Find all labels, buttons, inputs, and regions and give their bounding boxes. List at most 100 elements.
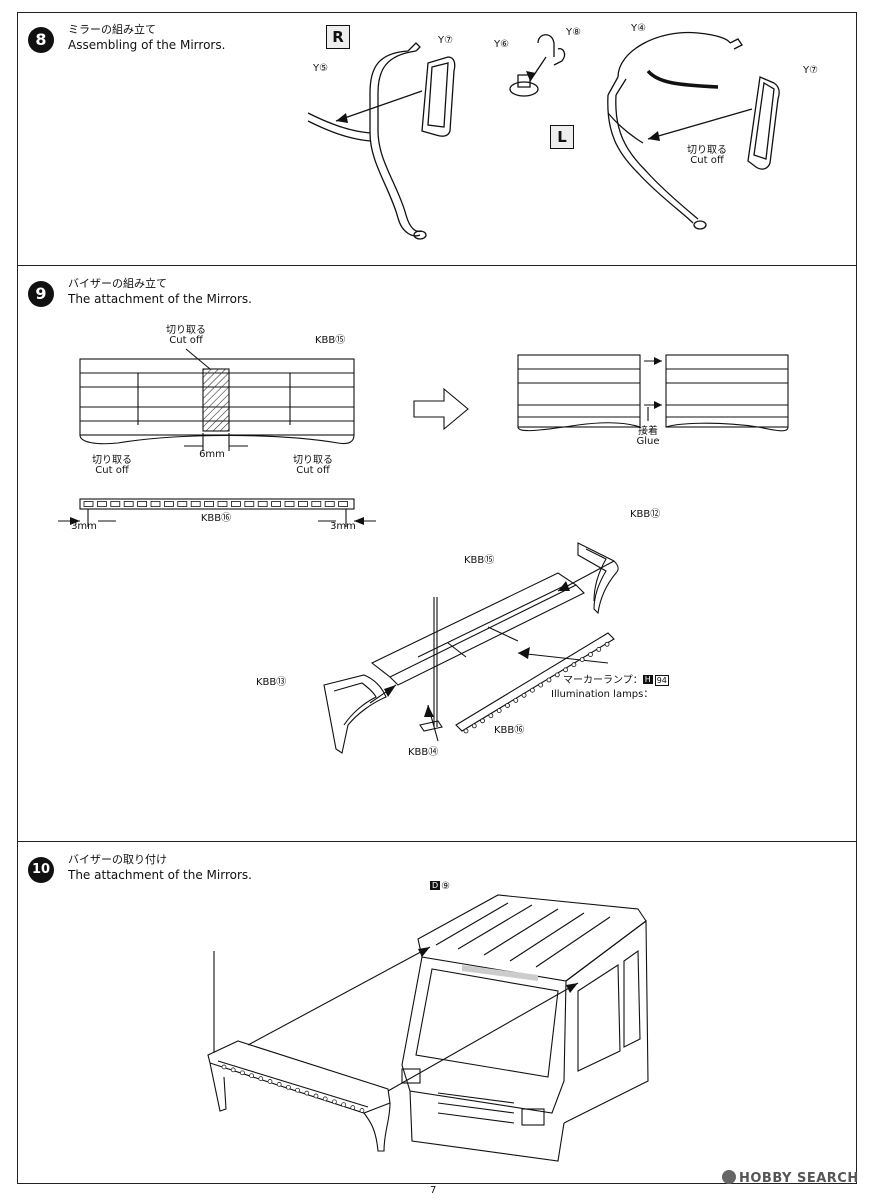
marker-lamps-en: Illumination lamps： <box>551 689 654 700</box>
lamp-cut-left-jp: 切り取る <box>92 455 132 466</box>
step-8-title-jp: ミラーの組み立て <box>68 23 156 36</box>
dimension-3mm-left: 3mm <box>71 521 97 532</box>
visor-lamp <box>267 1079 273 1084</box>
lamp-cut-right-en: Cut off <box>296 465 330 476</box>
rail-lamp <box>463 728 469 734</box>
part-kbb14: KBB⑭ <box>408 747 439 758</box>
part-d-tag: D <box>430 881 441 890</box>
lamp-cell <box>204 501 215 507</box>
lamp-cell <box>311 501 322 507</box>
lamp-cell <box>324 501 335 507</box>
lamp-cell <box>338 501 349 507</box>
lamp-cell <box>110 501 121 507</box>
part-d9-number: ⑨ <box>441 881 451 892</box>
rail-lamp <box>554 672 560 678</box>
lamp-cell <box>244 501 255 507</box>
visor-cut-jp: 切り取る <box>166 325 206 336</box>
rail-lamp <box>538 682 544 688</box>
part-y5: Y⑤ <box>313 63 329 74</box>
left-side-label: L <box>550 125 574 149</box>
rail-lamp <box>480 718 486 724</box>
lamp-cut-right-jp: 切り取る <box>293 455 333 466</box>
rail-lamp <box>521 692 527 698</box>
lamp-cell <box>83 501 94 507</box>
divider-8-9 <box>18 265 856 266</box>
lamp-cell <box>284 501 295 507</box>
step-10-title-en: The attachment of the Mirrors. <box>68 868 252 882</box>
rail-lamp <box>546 677 552 683</box>
glue-jp: 接着 <box>638 426 658 437</box>
visor-lamp <box>332 1099 337 1105</box>
visor-attachment-drawing <box>207 894 649 1162</box>
mirror-cutoff-en: Cut off <box>690 155 724 166</box>
step-8-number: 8 <box>28 27 54 53</box>
lamp-cell <box>190 501 201 507</box>
rail-lamp <box>604 641 610 647</box>
step-10-section: 10 バイザーの取り付け The attachment of the Mirro… <box>18 841 856 1185</box>
rail-lamp <box>513 697 519 703</box>
visor-lamp <box>313 1093 319 1099</box>
right-side-label: R <box>326 25 350 49</box>
mirror-assembly-drawing <box>307 31 780 240</box>
divider-9-10 <box>18 841 856 842</box>
visor-lamp <box>350 1105 356 1110</box>
lamp-cell <box>137 501 147 507</box>
paint-code-h-tag: H <box>642 675 653 684</box>
lamp-cell <box>217 501 228 507</box>
visor-lamp <box>359 1108 365 1113</box>
lamp-cell <box>230 501 241 507</box>
lamp-cell <box>163 501 174 507</box>
step-8-section: 8 ミラーの組み立て Assembling of the Mirrors. R … <box>18 13 856 265</box>
step-9-title-jp: バイザーの組み立て <box>68 277 167 290</box>
step-10-title-jp: バイザーの取り付け <box>68 853 167 866</box>
rail-lamp <box>579 657 585 663</box>
glue-en: Glue <box>636 436 660 447</box>
part-kbb13: KBB⑬ <box>256 677 287 688</box>
instruction-page-frame: 8 ミラーの組み立て Assembling of the Mirrors. R … <box>17 12 857 1184</box>
dimension-6mm: 6mm <box>199 449 225 460</box>
part-kbb16-top: KBB⑯ <box>200 513 232 524</box>
visor-cut-en: Cut off <box>169 335 203 346</box>
visor-lamp <box>341 1102 346 1108</box>
rail-lamp <box>496 708 502 714</box>
rail-lamp <box>530 687 535 693</box>
visor-lamp <box>286 1084 291 1090</box>
part-y7-left: Y⑦ <box>803 65 819 76</box>
rail-lamp <box>488 713 494 719</box>
rail-lamp <box>588 652 593 657</box>
step-8-title-en: Assembling of the Mirrors. <box>68 38 226 52</box>
part-kbb16-assembly: KBB⑯ <box>494 725 525 736</box>
watermark-logo-icon <box>722 1170 736 1184</box>
lamp-cell <box>150 501 161 507</box>
watermark: HOBBY SEARCH <box>722 1170 859 1186</box>
part-y4: Y④ <box>631 23 647 34</box>
rail-lamp <box>505 703 510 708</box>
part-kbb12: KBB⑫ <box>630 509 661 520</box>
lamp-cell <box>297 501 308 507</box>
visor-assembly-drawing <box>58 348 789 754</box>
page-number: 7 <box>430 1185 437 1196</box>
visor-lamp <box>230 1067 236 1073</box>
rail-lamp <box>471 723 477 729</box>
step-9-section: 9 バイザーの組み立て The attachment of the Mirror… <box>18 265 856 841</box>
lamp-cell <box>257 501 268 507</box>
part-kbb15-assembly: KBB⑮ <box>464 555 495 566</box>
lamp-cell <box>271 501 282 507</box>
visor-lamp <box>240 1070 245 1076</box>
rail-lamp <box>571 662 577 668</box>
step-9-number: 9 <box>28 281 54 307</box>
step-9-title-en: The attachment of the Mirrors. <box>68 292 252 306</box>
step-10-number: 10 <box>28 857 54 883</box>
part-kbb15-top: KBB⑮ <box>315 335 346 346</box>
visor-lamp <box>295 1087 300 1093</box>
visor-lamp <box>258 1076 264 1081</box>
part-y8: Y⑧ <box>566 27 582 38</box>
rail-lamp <box>563 667 568 673</box>
mirror-cutoff-jp: 切り取る <box>687 145 727 156</box>
part-y7-right: Y⑦ <box>438 35 454 46</box>
visor-lamp <box>322 1096 328 1102</box>
visor-lamp <box>276 1082 282 1087</box>
visor-lamp <box>249 1073 254 1079</box>
lamp-cell <box>97 501 107 507</box>
visor-lamp <box>304 1090 310 1096</box>
